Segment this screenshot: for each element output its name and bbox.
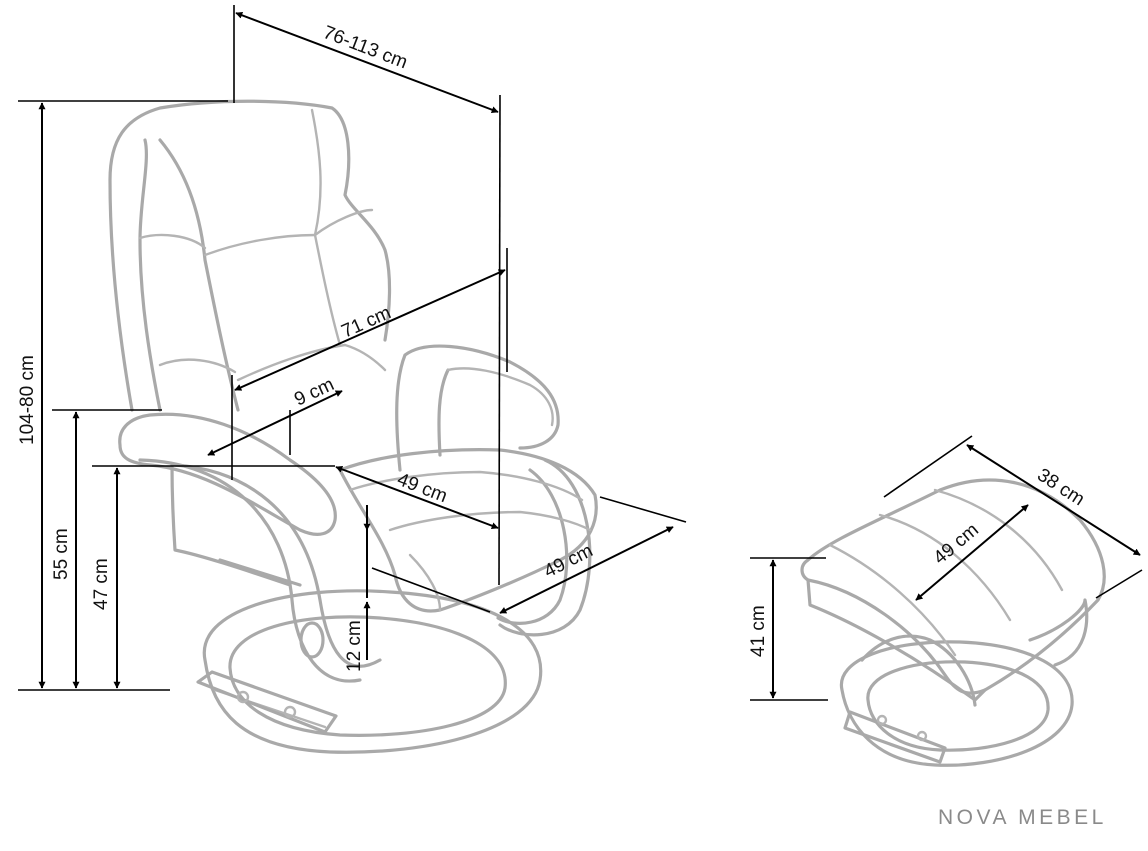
dimension-labels: 76-113 cm 104-80 cm 55 cm 47 cm 71 cm 9 … [17,22,1088,672]
label-total-height: 104-80 cm [17,355,38,445]
label-back-depth: 76-113 cm [320,22,410,73]
label-base-clearance: 12 cm [344,620,365,672]
brand-logo: NOVA MEBEL [938,806,1107,829]
label-ottoman-height: 41 cm [748,605,769,657]
label-seat-height: 47 cm [91,558,112,610]
label-ottoman-width: 49 cm [930,519,983,568]
ottoman-illustration [800,478,1106,767]
dimension-lines [18,5,1143,701]
label-armrest-height: 55 cm [51,528,72,580]
